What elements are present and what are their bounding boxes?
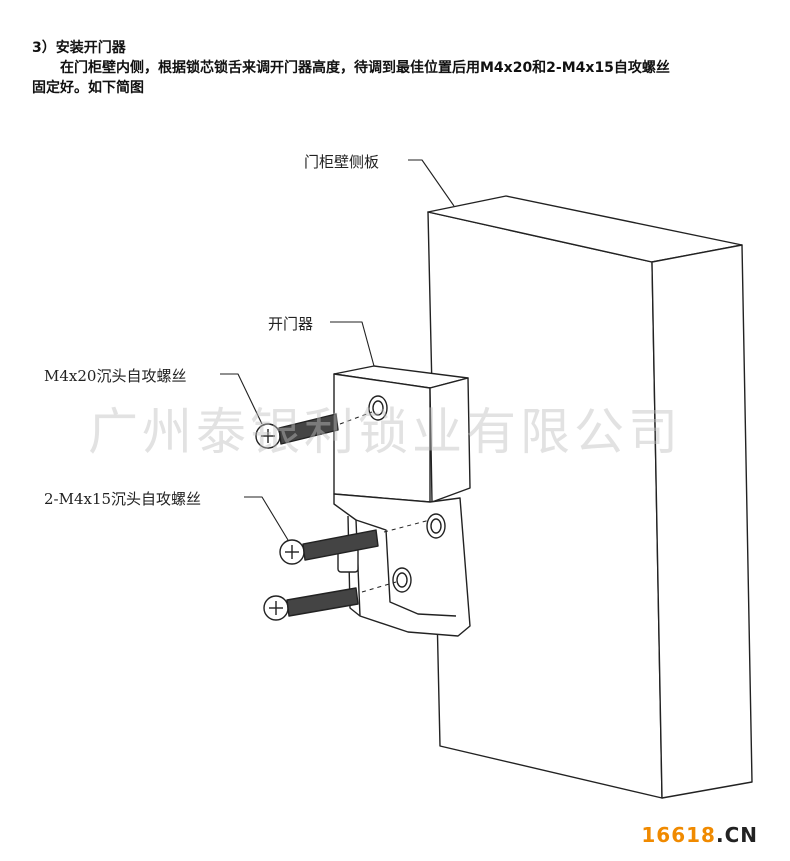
label-screw-m4x15: 2-M4x15沉头自攻螺丝: [44, 490, 202, 508]
site-logo: 16618.CN: [641, 823, 758, 847]
instruction-text: 3）安装开门器 在门柜壁内侧，根据锁芯锁舌来调开门器高度，待调到最佳位置后用M4…: [32, 38, 787, 98]
door-opener-body: [333, 365, 471, 637]
logo-number: 16618: [641, 823, 716, 847]
logo-suffix: CN: [724, 823, 758, 847]
label-screw-m4x20: M4x20沉头自攻螺丝: [44, 367, 187, 385]
label-door-opener: 开门器: [268, 315, 314, 333]
leader-lines: [220, 159, 455, 541]
screw-m4x15-lower: [263, 587, 359, 621]
alignment-guides: [339, 411, 431, 593]
section-heading: 3）安装开门器: [32, 40, 126, 56]
paragraph-line-2: 固定好。如下简图: [32, 80, 144, 96]
cabinet-panel: [427, 195, 753, 799]
screw-m4x20: [255, 413, 339, 449]
paragraph-line-1: 在门柜壁内侧，根据锁芯锁舌来调开门器高度，待调到最佳位置后用M4x20和2-M4…: [60, 60, 670, 76]
label-cabinet-panel: 门柜壁侧板: [304, 153, 380, 171]
company-watermark: 广州泰银利锁业有限公司: [88, 403, 682, 461]
instruction-paragraph: 在门柜壁内侧，根据锁芯锁舌来调开门器高度，待调到最佳位置后用M4x20和2-M4…: [32, 58, 787, 98]
logo-dot: .: [715, 823, 725, 847]
screw-m4x15-upper: [279, 529, 379, 565]
